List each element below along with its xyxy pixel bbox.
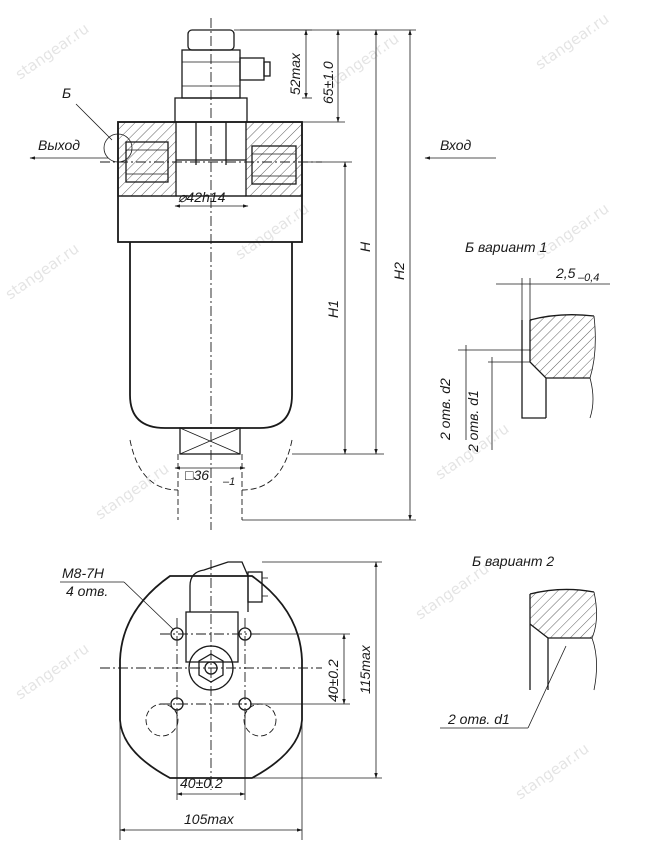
thread-label: M8-7H <box>62 565 105 581</box>
dim-65: 65±1.0 <box>320 61 336 104</box>
variant1-title: Б вариант 1 <box>465 239 547 255</box>
variant2-title: Б вариант 2 <box>472 553 554 569</box>
inlet-port <box>245 121 303 197</box>
top-dimensions: M8-7H 4 отв. 40±0.2 115max 40±0.2 105max <box>60 561 382 840</box>
dim-h: H <box>357 241 373 252</box>
watermark: stangear.ru <box>532 9 612 73</box>
dim-52max: 52max <box>287 52 303 95</box>
top-view <box>100 560 322 790</box>
connector-side <box>239 57 265 81</box>
detail2-section <box>530 589 596 638</box>
watermark: stangear.ru <box>232 199 312 263</box>
watermark: stangear.ru <box>12 19 92 83</box>
dim-115max: 115max <box>357 644 373 694</box>
dim-40-vertical: 40±0.2 <box>325 659 341 702</box>
watermark: stangear.ru <box>2 239 82 303</box>
watermark: stangear.ru <box>412 559 492 623</box>
dim-40-horizontal: 40±0.2 <box>180 775 223 791</box>
dim-2-5-tolerance: –0,4 <box>577 272 599 284</box>
watermark: stangear.ru <box>92 459 172 523</box>
square-size: □36 <box>185 467 209 483</box>
head-diameter: ⌀42h14 <box>178 189 226 205</box>
front-dimensions: Б Выход Вход ⌀42h14 52max 65±1.0 H1 H H2 <box>29 29 496 521</box>
outlet-label: Выход <box>38 137 80 153</box>
watermark: stangear.ru <box>512 739 592 803</box>
holes-d1-v1: 2 отв. d1 <box>465 390 481 453</box>
detail-variant-2: Б вариант 2 2 отв. d1 <box>440 553 597 729</box>
connector-tip <box>263 61 271 77</box>
dim-h1: H1 <box>325 300 341 318</box>
holes-d2: 2 отв. d2 <box>437 378 453 441</box>
dim-2-5: 2,5 <box>555 265 576 281</box>
detail-variant-1: Б вариант 1 2,5 –0,4 2 отв. d2 2 отв. d1 <box>437 239 610 453</box>
thread-count: 4 отв. <box>66 583 108 599</box>
front-view <box>100 18 322 530</box>
dim-105max: 105max <box>184 811 235 827</box>
detail1-section <box>530 314 595 378</box>
callout-b: Б <box>62 85 71 101</box>
inlet-label: Вход <box>440 137 472 153</box>
square-tolerance: –1 <box>222 476 235 488</box>
watermark: stangear.ru <box>12 639 92 703</box>
holes-d1-v2: 2 отв. d1 <box>447 711 510 727</box>
dim-h2: H2 <box>391 262 407 280</box>
drain-nut <box>179 427 241 455</box>
watermark-layer: stangear.ru stangear.ru stangear.ru stan… <box>2 9 612 803</box>
